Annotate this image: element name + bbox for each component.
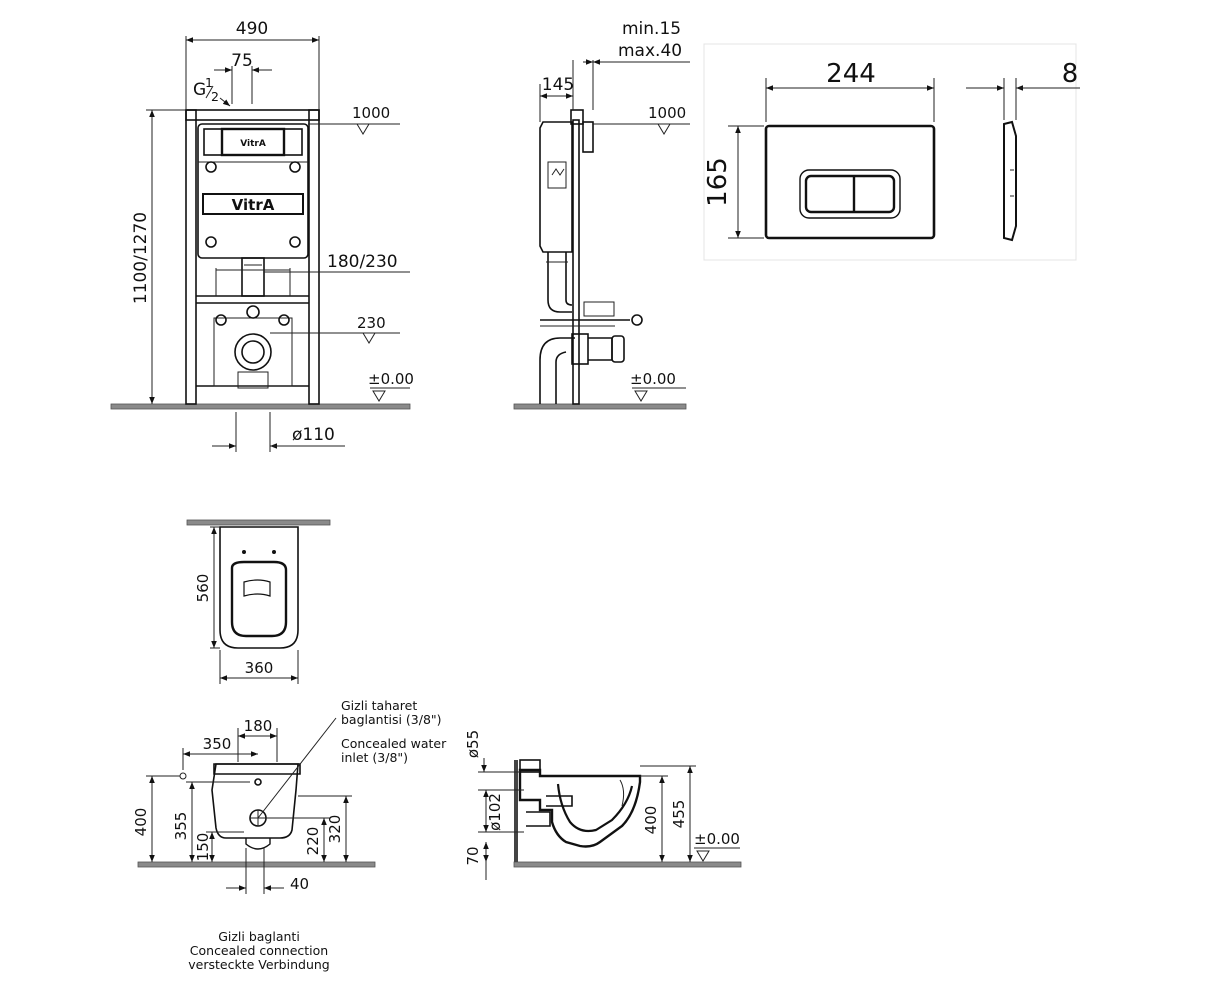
flush-plate-outline [764,124,936,240]
brand-large-logo: VitrA [232,196,275,214]
conn-caption-tr: Gizli baglanti [218,929,300,944]
level-top-side: 1000 [648,104,686,122]
flush-button-frame [799,169,901,219]
brand-plate [202,193,304,215]
level-mid-front: 230 [357,314,386,332]
dim-55: ø55 [464,730,482,758]
bowl-outline-top [219,526,299,649]
note-inlet-tr-1: Gizli taharet [341,698,417,713]
level-top-front: 1000 [352,104,390,122]
dim-40: 40 [290,875,309,893]
frame-top-rail [185,109,320,121]
note-inlet-en-1: Concealed water [341,736,447,751]
frame-post-side [572,119,580,405]
level-zero-front: ±0.00 [368,370,414,388]
dim-180: 180 [244,717,273,735]
wall-min-label: min.15 [622,19,681,39]
bowl-top-view: 560 360 [186,519,331,684]
frame-post-left [185,109,197,405]
frame-post-right [308,109,320,405]
frame-front-view: VitrA VitrA 490 75 G 1 2 [110,19,414,452]
dim-455: 455 [670,800,688,829]
wall-line-bowl-side [514,760,518,862]
drain-pipe-side [547,252,572,313]
conn-caption-de: versteckte Verbindung [188,957,329,972]
dim-400-front: 400 [132,808,150,837]
svg-text:1: 1 [205,75,213,90]
dim-350: 350 [203,735,232,753]
inlet-size-label: G [193,80,206,100]
floor-line-bowl-side [513,861,742,868]
brand-small-logo: VitrA [240,139,266,149]
floor-line-bowl-front [137,861,376,868]
bowl-side-section: ø55 ø102 70 400 455 ±0.00 [464,730,742,880]
frame-side-view: 145 min.15 max.40 1000 ±0.00 [513,19,690,410]
bowl-section [518,768,642,848]
dim-frame-width: 490 [236,19,268,39]
drain-pipe [241,257,265,297]
dim-102: ø102 [486,793,504,831]
dim-400-side: 400 [642,806,660,835]
dim-pipe-diameter: ø110 [292,425,335,445]
wall-line-top-view [186,519,331,526]
note-inlet-en-2: inlet (3/8") [341,750,408,765]
dim-bowl-width: 360 [245,659,274,677]
cistern-side [539,121,573,253]
flush-plate-view: 244 165 8 [703,43,1080,261]
dim-frame-depth: 145 [542,75,574,95]
dim-plate-thickness: 8 [1062,59,1079,89]
waste-outlet [234,333,272,371]
dim-70: 70 [464,846,482,865]
flush-plate-profile [1003,120,1017,242]
bowl-opening-top [230,560,288,638]
wall-max-label: max.40 [618,41,682,61]
waste-connector-side [611,335,625,363]
dim-plate-height: 165 [703,157,733,207]
conn-caption-en: Concealed connection [190,943,328,958]
floor-line-side [513,403,687,410]
dim-150: 150 [194,833,212,862]
level-drain-front: 180/230 [327,252,398,272]
dim-plate-width: 244 [826,59,876,89]
dim-320: 320 [326,815,344,844]
bowl-outlet-front [245,838,271,850]
flush-opening [220,127,286,157]
dim-inlet-offset: 75 [231,51,253,71]
bowl-front-view: Gizli taharet baglantisi (3/8") Conceale… [132,698,447,972]
level-zero-side: ±0.00 [630,370,676,388]
dim-frame-height: 1100/1270 [131,212,151,304]
dim-bowl-length: 560 [194,574,212,603]
bowl-outline-front [211,763,299,839]
svg-text:2: 2 [211,89,219,104]
level-zero-bowl-side: ±0.00 [694,830,740,848]
dim-220: 220 [304,827,322,856]
seat-outline-front [213,763,301,775]
note-inlet-tr-2: baglantisi (3/8") [341,712,442,727]
dim-355: 355 [172,812,190,841]
floor-line [110,403,411,410]
